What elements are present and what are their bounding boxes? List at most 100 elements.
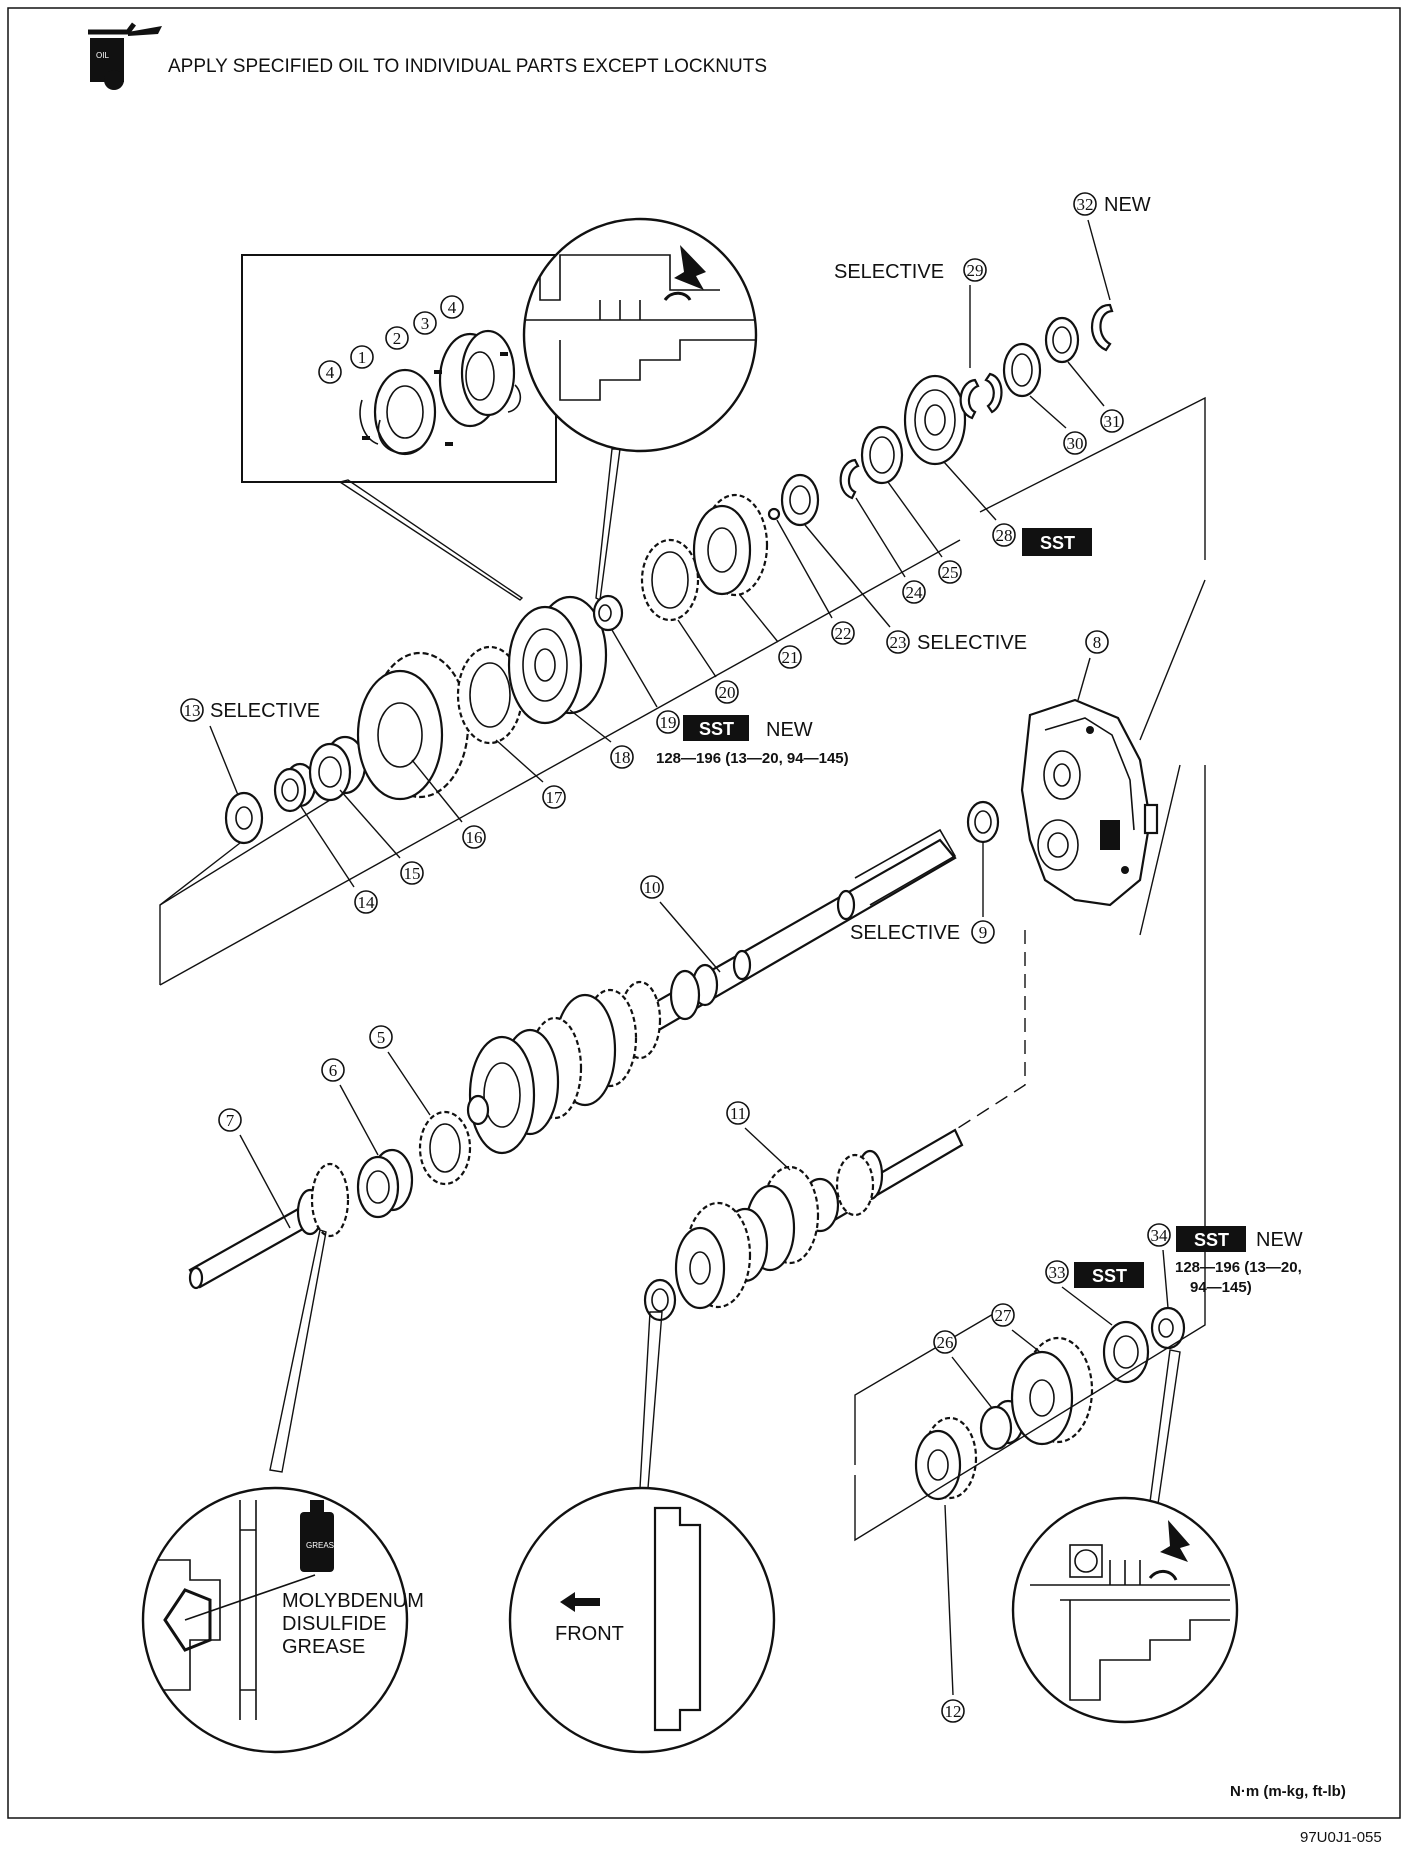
callout-number: 32 [1077, 195, 1094, 214]
callout-3: 3 [413, 311, 437, 335]
callout-number: 25 [942, 563, 959, 582]
callout-34: 34 [1147, 1223, 1171, 1247]
callout-number: 27 [995, 1306, 1013, 1325]
part-27-gear [1010, 1336, 1094, 1446]
torque-spec-34-line2: 94—145) [1190, 1279, 1252, 1296]
callout-number: 21 [782, 648, 799, 667]
label-selective-23: SELECTIVE [917, 632, 1027, 654]
callout-25: 25 [938, 560, 962, 584]
label-new-19: NEW [766, 719, 813, 741]
callout-number: 17 [546, 788, 564, 807]
callout-number: 16 [466, 828, 483, 847]
callout-number: 14 [358, 893, 376, 912]
callout-number: 12 [945, 1702, 962, 1721]
callout-11: 11 [726, 1101, 750, 1125]
callout-33: 33 [1045, 1260, 1069, 1284]
part-32-snap-ring [1090, 303, 1114, 352]
callout-number: 4 [448, 298, 457, 317]
label-new-34: NEW [1256, 1229, 1303, 1251]
part-11-countershaft [674, 1128, 964, 1310]
callout-number: 6 [329, 1061, 338, 1080]
part-16-gear [356, 651, 470, 801]
grease-can-label: GREASE [306, 1541, 339, 1550]
part-6-needle-bearing [356, 1148, 414, 1219]
front-orientation-circle: FRONT [508, 1486, 776, 1754]
part-22-ball [767, 507, 781, 521]
callout-number: 1 [358, 348, 367, 367]
callout-5: 5 [369, 1025, 393, 1049]
callout-20: 20 [715, 680, 739, 704]
callout-number: 34 [1151, 1226, 1169, 1245]
grease-detail-circle: GREASE MOLYBDENUM DISULFIDE GREASE [141, 1486, 424, 1754]
sst-badge-28: SST [1022, 528, 1092, 556]
callout-23: 23 [886, 630, 910, 654]
callout-number: 9 [979, 923, 988, 942]
part-9-shim [966, 800, 1000, 844]
callout-8: 8 [1085, 630, 1109, 654]
part-23-shim [780, 473, 820, 527]
units-note: N·m (m-kg, ft-lb) [1230, 1783, 1346, 1800]
callout-15: 15 [400, 861, 424, 885]
callout-26: 26 [933, 1330, 957, 1354]
part-24-snap-ring [839, 458, 860, 500]
sst-badge-34: SST [1176, 1226, 1246, 1252]
callout-number: 28 [996, 526, 1013, 545]
callout-number: 19 [660, 713, 677, 732]
staking-detail-top [522, 217, 758, 453]
front-arrow-icon [560, 1592, 600, 1612]
oil-can-label: OIL [96, 51, 109, 60]
callout-24: 24 [902, 580, 926, 604]
callout-10: 10 [640, 875, 664, 899]
callout-29: 29 [963, 258, 987, 282]
part-25-washer [860, 425, 904, 485]
part-28-bearing [903, 374, 967, 466]
label-selective-29: SELECTIVE [834, 261, 944, 283]
front-label: FRONT [555, 1623, 624, 1645]
callout-6: 6 [321, 1058, 345, 1082]
callout-32: 32 [1073, 192, 1097, 216]
callout-28: 28 [992, 523, 1016, 547]
part-7-input-shaft [188, 1162, 350, 1290]
countershaft-front-bearing [643, 1278, 677, 1322]
label-sst-34: SST [1194, 1230, 1229, 1250]
callout-13: 13 [180, 698, 204, 722]
callout-number: 26 [937, 1333, 954, 1352]
callout-22: 22 [831, 621, 855, 645]
callout-number: 11 [730, 1104, 746, 1123]
part-20-sync-ring [640, 538, 700, 622]
callout-17: 17 [542, 785, 566, 809]
callout-21: 21 [778, 645, 802, 669]
part-34-locknut [1150, 1306, 1186, 1350]
callout-4a: 4 [440, 295, 464, 319]
part-31-washer [1044, 316, 1080, 364]
page-border [7, 7, 1401, 1819]
callout-number: 22 [835, 624, 852, 643]
callout-number: 5 [377, 1028, 386, 1047]
callout-16: 16 [462, 825, 486, 849]
synchronizer-inset-parts [359, 329, 522, 456]
label-sst-19: SST [699, 719, 734, 739]
grease-label-line2: DISULFIDE [282, 1613, 386, 1635]
callout-number: 24 [906, 583, 924, 602]
callout-number: 8 [1093, 633, 1102, 652]
callout-number: 15 [404, 864, 421, 883]
oil-instruction: APPLY SPECIFIED OIL TO INDIVIDUAL PARTS … [168, 56, 767, 77]
callout-number: 4 [326, 363, 335, 382]
callout-number: 2 [393, 329, 402, 348]
figure-code: 97U0J1-055 [1300, 1829, 1382, 1846]
part-13-spacer [224, 791, 264, 845]
sst-badge-33: SST [1074, 1262, 1144, 1288]
callout-number: 18 [614, 748, 631, 767]
callout-4b: 4 [318, 360, 342, 384]
torque-spec-19: 128—196 (13—20, 94—145) [656, 750, 849, 767]
part-5-sync-ring [418, 1110, 472, 1186]
callout-12: 12 [941, 1699, 965, 1723]
grease-label-line3: GREASE [282, 1636, 365, 1658]
callout-number: 30 [1067, 434, 1084, 453]
grease-label-line1: MOLYBDENUM [282, 1590, 424, 1612]
callout-number: 23 [890, 633, 907, 652]
torque-spec-34-line1: 128—196 (13—20, [1175, 1259, 1302, 1276]
callout-14: 14 [354, 890, 378, 914]
